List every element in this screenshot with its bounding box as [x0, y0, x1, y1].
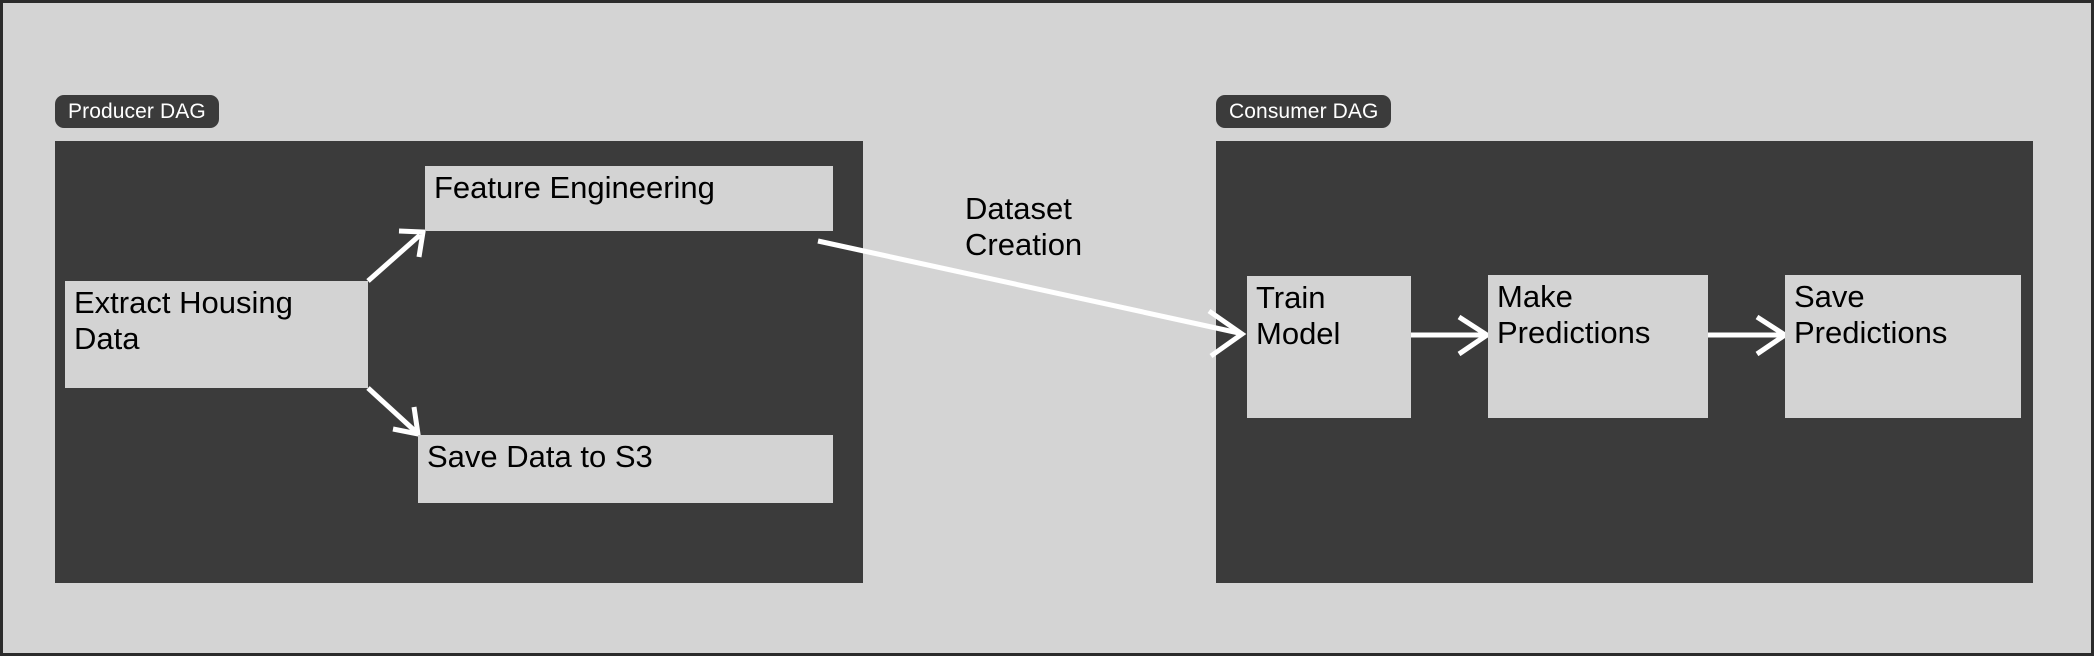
- task-train-model[interactable]: Train Model: [1247, 276, 1411, 418]
- task-extract-housing-data[interactable]: Extract Housing Data: [65, 281, 368, 388]
- task-save-data-to-s3[interactable]: Save Data to S3: [418, 435, 833, 503]
- producer-dag-label: Producer DAG: [55, 95, 219, 128]
- task-save-predictions[interactable]: Save Predictions: [1785, 275, 2021, 418]
- task-make-predictions[interactable]: Make Predictions: [1488, 275, 1708, 418]
- edge-label-dataset-creation: Dataset Creation: [965, 191, 1083, 262]
- task-feature-engineering[interactable]: Feature Engineering: [425, 166, 833, 231]
- consumer-dag-label: Consumer DAG: [1216, 95, 1392, 128]
